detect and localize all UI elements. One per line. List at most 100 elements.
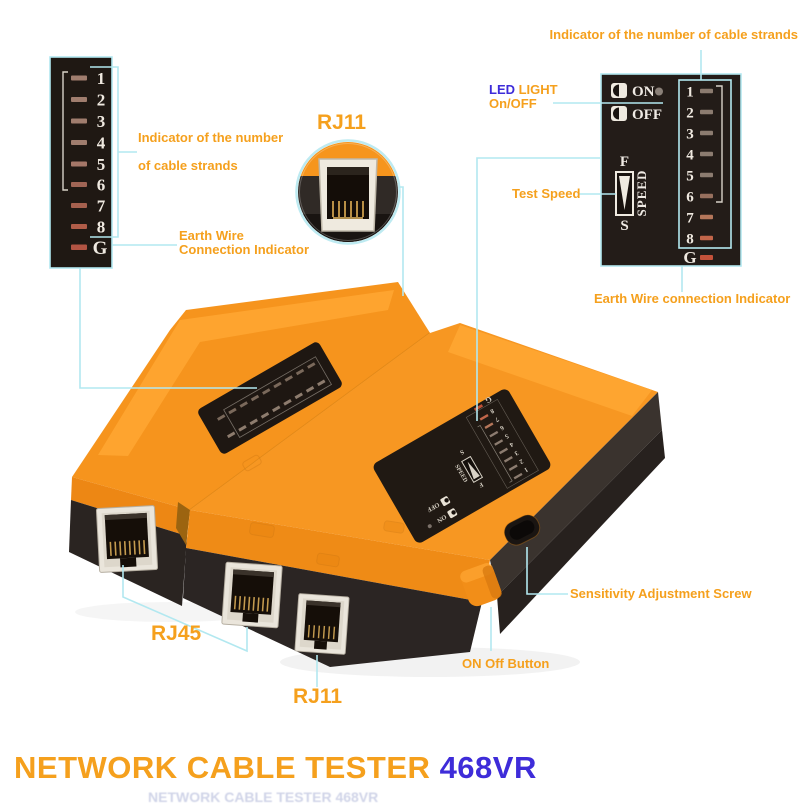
svg-text:G: G — [93, 238, 108, 259]
svg-text:S: S — [458, 448, 465, 456]
svg-text:1: 1 — [97, 69, 106, 88]
right-strip-bracket — [716, 85, 723, 203]
left-unit-ridge-highlight — [98, 290, 394, 456]
embossed-mark — [383, 520, 405, 534]
label-strand-indicator-right: Indicator of the number of cable strands — [549, 27, 798, 42]
speed-label: SPEED — [634, 170, 649, 217]
right-unit-printed-panel: 1 2 3 4 5 6 7 8 G F — [373, 389, 551, 543]
rj11-inset-line — [399, 186, 404, 296]
right-control-panel: ON OFF F S SPEED — [600, 73, 742, 268]
svg-text:7: 7 — [493, 415, 500, 423]
right-panel-numbers: 1 2 3 4 5 6 7 8 G — [683, 85, 696, 268]
label-sensitivity: Sensitivity Adjustment Screw — [570, 586, 752, 601]
svg-text:4: 4 — [686, 148, 694, 164]
rj45-port-middle — [221, 561, 283, 629]
embossed-mark — [242, 454, 262, 472]
slider-wedge — [619, 176, 630, 210]
svg-text:7: 7 — [686, 211, 694, 227]
svg-text:ON: ON — [435, 513, 447, 524]
left-strip-bracket — [62, 71, 68, 191]
label-led: LED — [489, 82, 515, 97]
label-rj45: RJ45 — [151, 622, 202, 645]
svg-text:7: 7 — [97, 197, 106, 216]
led-off-row: OFF — [611, 106, 662, 123]
title-model: 468VR — [439, 750, 537, 785]
panel-to-device-line — [476, 157, 600, 421]
rj45-line — [122, 565, 248, 653]
right-unit-front-face — [186, 510, 490, 602]
sensitivity-line — [526, 547, 568, 595]
svg-text:G: G — [683, 248, 696, 267]
label-test-speed: Test Speed — [512, 186, 581, 201]
rj11-inset — [295, 139, 401, 245]
svg-text:6: 6 — [686, 190, 694, 206]
embossed-mark — [316, 552, 340, 568]
left-strip-leds — [71, 75, 87, 250]
label-earth-wire-right: Earth Wire connection Indicator — [594, 291, 791, 306]
mini-speed-slider: F S SPEED — [453, 448, 484, 489]
svg-text:6: 6 — [97, 176, 106, 195]
right-unit-ridge-highlight — [448, 325, 652, 416]
power-button — [460, 563, 502, 607]
label-strand-indicator-left-2: of cable strands — [138, 158, 238, 173]
unit-seam-gap — [176, 502, 190, 545]
label-light: LIGHT — [515, 82, 558, 97]
left-indicator-strip: 1 2 3 4 5 6 7 8 G — [49, 56, 113, 269]
title-main: NETWORK CABLE TESTER — [14, 750, 440, 785]
led-on-row: ON — [611, 83, 663, 100]
embossed-mark — [249, 522, 275, 538]
svg-text:1: 1 — [686, 85, 694, 101]
left-unit-printed-panel — [198, 342, 342, 454]
label-rj11-bottom: RJ11 — [293, 685, 343, 708]
label-power-button: ON Off Button — [462, 656, 550, 671]
callout-lines — [79, 50, 702, 687]
speed-slider: F S SPEED — [615, 154, 649, 234]
svg-text:6: 6 — [498, 424, 505, 432]
svg-text:2: 2 — [686, 106, 694, 122]
strip-to-device-line — [79, 268, 257, 389]
svg-text:8: 8 — [686, 232, 694, 248]
svg-text:2: 2 — [518, 457, 524, 465]
tester-device: 1 2 3 4 5 6 7 8 G F — [69, 282, 665, 667]
svg-text:4: 4 — [97, 134, 106, 153]
rj45-port-left — [95, 505, 159, 573]
right-unit-side-face-lower — [497, 430, 665, 634]
svg-text:3: 3 — [686, 127, 694, 143]
label-earth-wire-left-1: Earth Wire — [179, 228, 244, 243]
svg-text:5: 5 — [97, 155, 106, 174]
led-dot — [655, 87, 663, 96]
slow-label: S — [620, 218, 628, 234]
sensitivity-screw — [503, 514, 541, 546]
label-rj11-top: RJ11 — [317, 111, 367, 134]
left-strip-numbers: 1 2 3 4 5 6 7 8 G — [93, 69, 108, 259]
port-pins — [307, 624, 336, 640]
svg-text:3: 3 — [97, 112, 106, 131]
label-earth-wire-left-2: Connection Indicator — [179, 242, 309, 257]
label-on-off: On/OFF — [489, 96, 537, 111]
on-label: ON — [632, 84, 655, 100]
label-strand-indicator-left-1: Indicator of the number — [138, 130, 284, 145]
svg-text:5: 5 — [686, 169, 694, 185]
lens-ring — [295, 139, 401, 245]
off-label: OFF — [632, 107, 662, 123]
rj11-port — [294, 593, 350, 655]
svg-text:8: 8 — [97, 218, 106, 237]
mini-strand-rows: 1 2 3 4 5 6 7 8 G — [484, 394, 529, 474]
page-title: NETWORK CABLE TESTER 468VR — [14, 750, 537, 786]
svg-text:1: 1 — [523, 466, 529, 474]
fast-label: F — [620, 154, 629, 170]
jack-pins — [332, 201, 364, 217]
svg-text:5: 5 — [503, 432, 510, 440]
svg-text:4: 4 — [508, 440, 515, 448]
svg-text:2: 2 — [97, 91, 106, 110]
port-pins — [109, 540, 146, 556]
svg-text:3: 3 — [512, 449, 519, 457]
svg-text:F: F — [477, 481, 484, 489]
svg-text:8: 8 — [488, 407, 495, 415]
right-unit-side-face — [490, 392, 662, 596]
svg-text:G: G — [484, 394, 494, 405]
right-panel — [600, 73, 742, 267]
right-panel-leds — [700, 88, 713, 260]
